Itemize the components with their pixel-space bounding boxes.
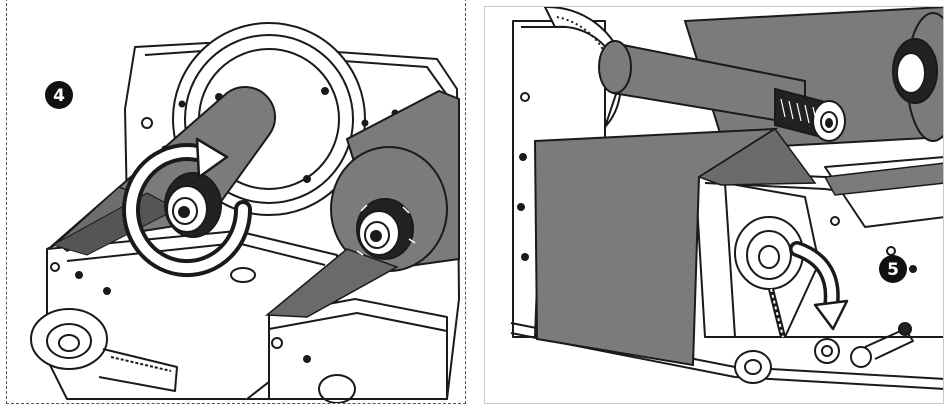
step-4-panel: 4 (6, 0, 466, 404)
step-5-badge: 5 (879, 255, 907, 283)
step-5-illustration: 5 (510, 7, 943, 390)
step-5-number: 5 (887, 260, 899, 280)
curved-arrow-icon (789, 241, 849, 331)
step-4-illustration: 4 (30, 22, 460, 403)
step-5-panel: 5 (484, 6, 944, 404)
step-4-number: 4 (53, 86, 65, 106)
rotate-arrow-icon (122, 137, 253, 278)
step-4-badge: 4 (45, 81, 73, 109)
